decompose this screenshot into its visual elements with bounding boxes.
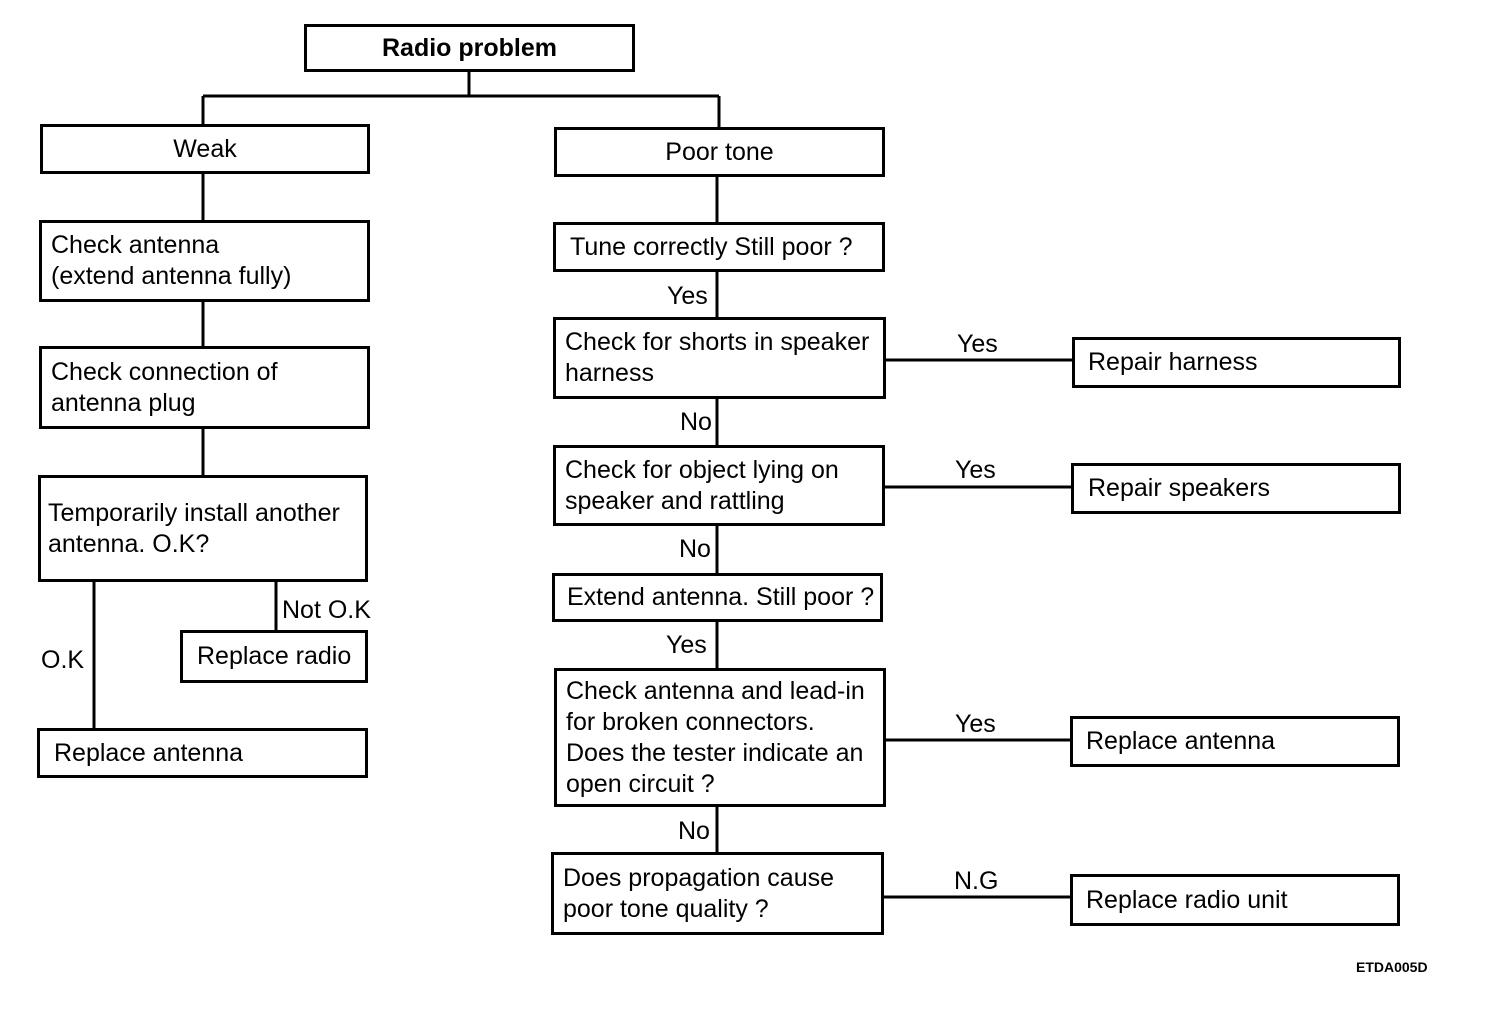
weak-temporary-antenna-label: Temporarily install another antenna. O.K… [48, 498, 340, 558]
poor-tone-label: Poor tone [665, 137, 774, 166]
pt-propagation-label: Does propagation cause poor tone quality… [563, 863, 835, 923]
repair-speakers-box: Repair speakers [1071, 463, 1401, 514]
replace-radio-unit-label: Replace radio unit [1086, 885, 1288, 914]
root-label: Radio problem [381, 33, 557, 62]
pt-check-object-box: Check for object lying on speaker and ra… [553, 445, 885, 526]
root-box: Radio problem [304, 24, 635, 72]
pt-check-shorts-box: Check for shorts in speaker harness [553, 317, 886, 399]
pt-yes-label-1: Yes [667, 282, 708, 310]
pt-replace-antenna-label: Replace antenna [1086, 727, 1276, 755]
pt-ng-label: N.G [954, 867, 999, 895]
poor-tone-box: Poor tone [554, 127, 885, 177]
pt-extend-antenna-label: Extend antenna. Still poor ? [567, 583, 875, 611]
repair-harness-label: Repair harness [1088, 348, 1258, 376]
pt-check-lead-in-box: Check antenna and lead-in for broken con… [554, 668, 886, 807]
pt-yes-label-2: Yes [957, 330, 998, 358]
repair-harness-box: Repair harness [1072, 337, 1401, 388]
weak-check-connection-box: Check connection of antenna plug [39, 346, 370, 429]
weak-temporary-antenna-box: Temporarily install another antenna. O.K… [38, 475, 368, 582]
weak-not-ok-label: Not O.K [282, 596, 371, 624]
pt-check-object-label: Check for object lying on speaker and ra… [565, 455, 839, 515]
weak-check-connection-label: Check connection of antenna plug [51, 357, 278, 417]
figure-code: ETDA005D [1356, 959, 1428, 975]
pt-yes-label-5: Yes [955, 710, 996, 738]
pt-check-shorts-label: Check for shorts in speaker harness [565, 328, 870, 387]
weak-check-antenna-box: Check antenna (extend antenna fully) [39, 220, 370, 302]
weak-replace-radio-label: Replace radio [197, 642, 352, 670]
pt-no-label-2: No [679, 535, 711, 563]
weak-replace-antenna-label: Replace antenna [54, 738, 244, 767]
weak-ok-label: O.K [41, 646, 85, 674]
pt-check-lead-in-label: Check antenna and lead-in for broken con… [566, 676, 865, 798]
weak-check-antenna-label: Check antenna (extend antenna fully) [51, 231, 292, 290]
pt-yes-label-4: Yes [666, 631, 707, 659]
pt-no-label-3: No [678, 817, 710, 845]
pt-propagation-box: Does propagation cause poor tone quality… [551, 852, 884, 935]
pt-extend-antenna-box: Extend antenna. Still poor ? [552, 573, 883, 622]
repair-speakers-label: Repair speakers [1088, 474, 1271, 502]
weak-box: Weak [40, 124, 370, 174]
pt-no-label-1: No [680, 408, 712, 436]
weak-label: Weak [173, 134, 237, 163]
pt-tune-correctly-box: Tune correctly Still poor ? [553, 222, 885, 272]
replace-radio-unit-box: Replace radio unit [1070, 874, 1400, 926]
pt-tune-correctly-label: Tune correctly Still poor ? [570, 232, 853, 261]
pt-yes-label-3: Yes [955, 456, 996, 484]
weak-replace-radio-box: Replace radio [180, 630, 368, 683]
pt-replace-antenna-box: Replace antenna [1070, 716, 1400, 767]
weak-replace-antenna-box: Replace antenna [37, 728, 368, 778]
